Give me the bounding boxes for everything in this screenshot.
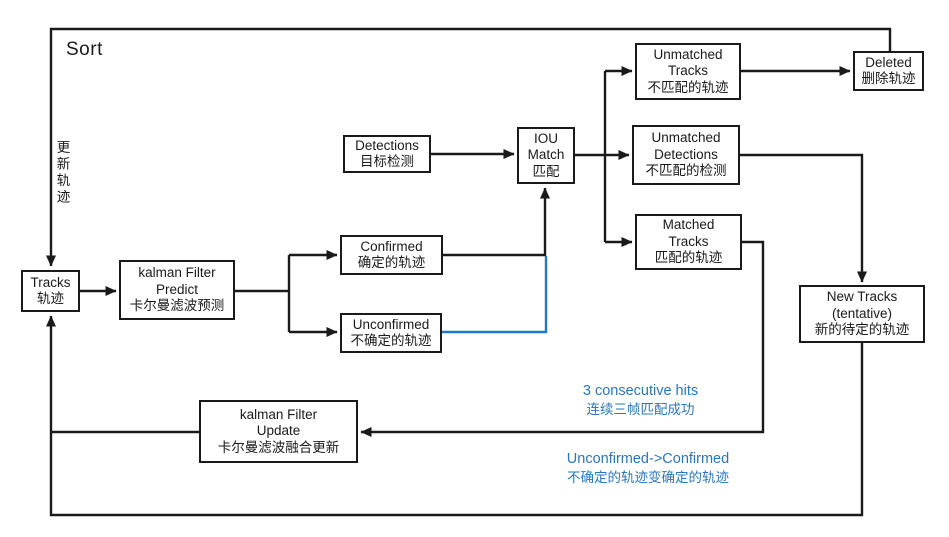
line-kalman-predict-split <box>235 255 291 332</box>
node-tracks-label-en: Tracks <box>30 274 71 290</box>
node-kalman-predict-line3: 卡尔曼滤波预测 <box>129 298 225 314</box>
node-kalman-filter-update: kalman Filter Update 卡尔曼滤波融合更新 <box>199 400 358 463</box>
node-confirmed-label-en: Confirmed <box>360 238 423 254</box>
note-three-hits-en: 3 consecutive hits <box>582 383 699 399</box>
node-iou-match-line1: IOU <box>533 130 558 146</box>
node-unconfirmed-label-en: Unconfirmed <box>352 316 430 332</box>
node-unmatched-tracks-line1: Unmatched <box>653 46 723 62</box>
node-unmatched-detections-line2: Detections <box>654 146 718 162</box>
arrow-unmatched-detections-to-new-tracks <box>740 153 867 283</box>
node-matched-tracks-line2: Tracks <box>668 233 709 249</box>
note-unconfirmed-to-confirmed: Unconfirmed->Confirmed 不确定的轨迹变确定的轨迹 <box>553 450 743 486</box>
note-promotion-zh: 不确定的轨迹变确定的轨迹 <box>567 469 729 485</box>
node-kalman-update-line2: Update <box>256 423 301 439</box>
node-tracks: Tracks 轨迹 <box>21 270 80 312</box>
node-unmatched-detections-line3: 不匹配的检测 <box>645 163 727 179</box>
node-kalman-update-line1: kalman Filter <box>239 406 318 422</box>
node-iou-match-line3: 匹配 <box>532 163 560 179</box>
note-three-hits-zh: 连续三帧匹配成功 <box>586 401 695 417</box>
node-kalman-update-line3: 卡尔曼滤波融合更新 <box>217 439 340 455</box>
node-tracks-label-zh: 轨迹 <box>37 291 64 306</box>
arrow-deleted-to-tracks-top <box>46 27 892 267</box>
node-iou-match: IOU Match 匹配 <box>517 127 575 184</box>
node-unconfirmed: Unconfirmed 不确定的轨迹 <box>340 313 442 353</box>
node-unconfirmed-label-zh: 不确定的轨迹 <box>350 333 432 348</box>
node-unmatched-detections: Unmatched Detections 不匹配的检测 <box>632 125 740 185</box>
node-new-tracks-line1: New Tracks <box>826 289 898 305</box>
arrow-confirmed-to-iou-match <box>443 187 550 257</box>
node-matched-tracks-line1: Matched <box>662 217 715 233</box>
node-iou-match-line2: Match <box>527 147 565 163</box>
node-new-tracks-tentative: New Tracks (tentative) 新的待定的轨迹 <box>799 285 925 343</box>
note-promotion-en: Unconfirmed->Confirmed <box>566 451 730 467</box>
node-deleted: Deleted 删除轨迹 <box>853 51 924 91</box>
line-unconfirmed-to-iou-blue <box>442 256 548 334</box>
arrow-new-tracks-to-tracks-bottom <box>46 315 864 517</box>
node-detections-label-zh: 目标检测 <box>360 154 414 169</box>
node-detections: Detections 目标检测 <box>343 135 431 173</box>
node-new-tracks-line2: (tentative) <box>831 305 893 321</box>
diagram-title: Sort <box>66 39 103 60</box>
node-detections-label-en: Detections <box>355 137 419 153</box>
node-unmatched-detections-line1: Unmatched <box>651 130 721 146</box>
node-deleted-label-en: Deleted <box>865 54 912 70</box>
node-unmatched-tracks-line2: Tracks <box>668 63 708 79</box>
node-unmatched-tracks-line3: 不匹配的轨迹 <box>647 79 729 95</box>
node-unmatched-tracks: Unmatched Tracks 不匹配的轨迹 <box>635 43 741 100</box>
arrow-matched-tracks-to-kalman-update <box>360 240 765 437</box>
node-kalman-filter-predict: kalman Filter Predict 卡尔曼滤波预测 <box>119 260 235 320</box>
node-kalman-predict-line2: Predict <box>155 281 199 297</box>
note-three-consecutive-hits: 3 consecutive hits 连续三帧匹配成功 <box>548 382 733 418</box>
node-deleted-label-zh: 删除轨迹 <box>861 71 916 86</box>
node-kalman-predict-line1: kalman Filter <box>138 265 216 281</box>
node-matched-tracks-line3: 匹配的轨迹 <box>654 250 723 266</box>
node-confirmed-label-zh: 确定的轨迹 <box>357 255 426 270</box>
node-new-tracks-line3: 新的待定的轨迹 <box>814 322 910 338</box>
node-confirmed: Confirmed 确定的轨迹 <box>340 235 443 275</box>
update-tracks-flow-label: 更新轨迹 <box>54 140 70 206</box>
node-matched-tracks: Matched Tracks 匹配的轨迹 <box>635 214 742 270</box>
